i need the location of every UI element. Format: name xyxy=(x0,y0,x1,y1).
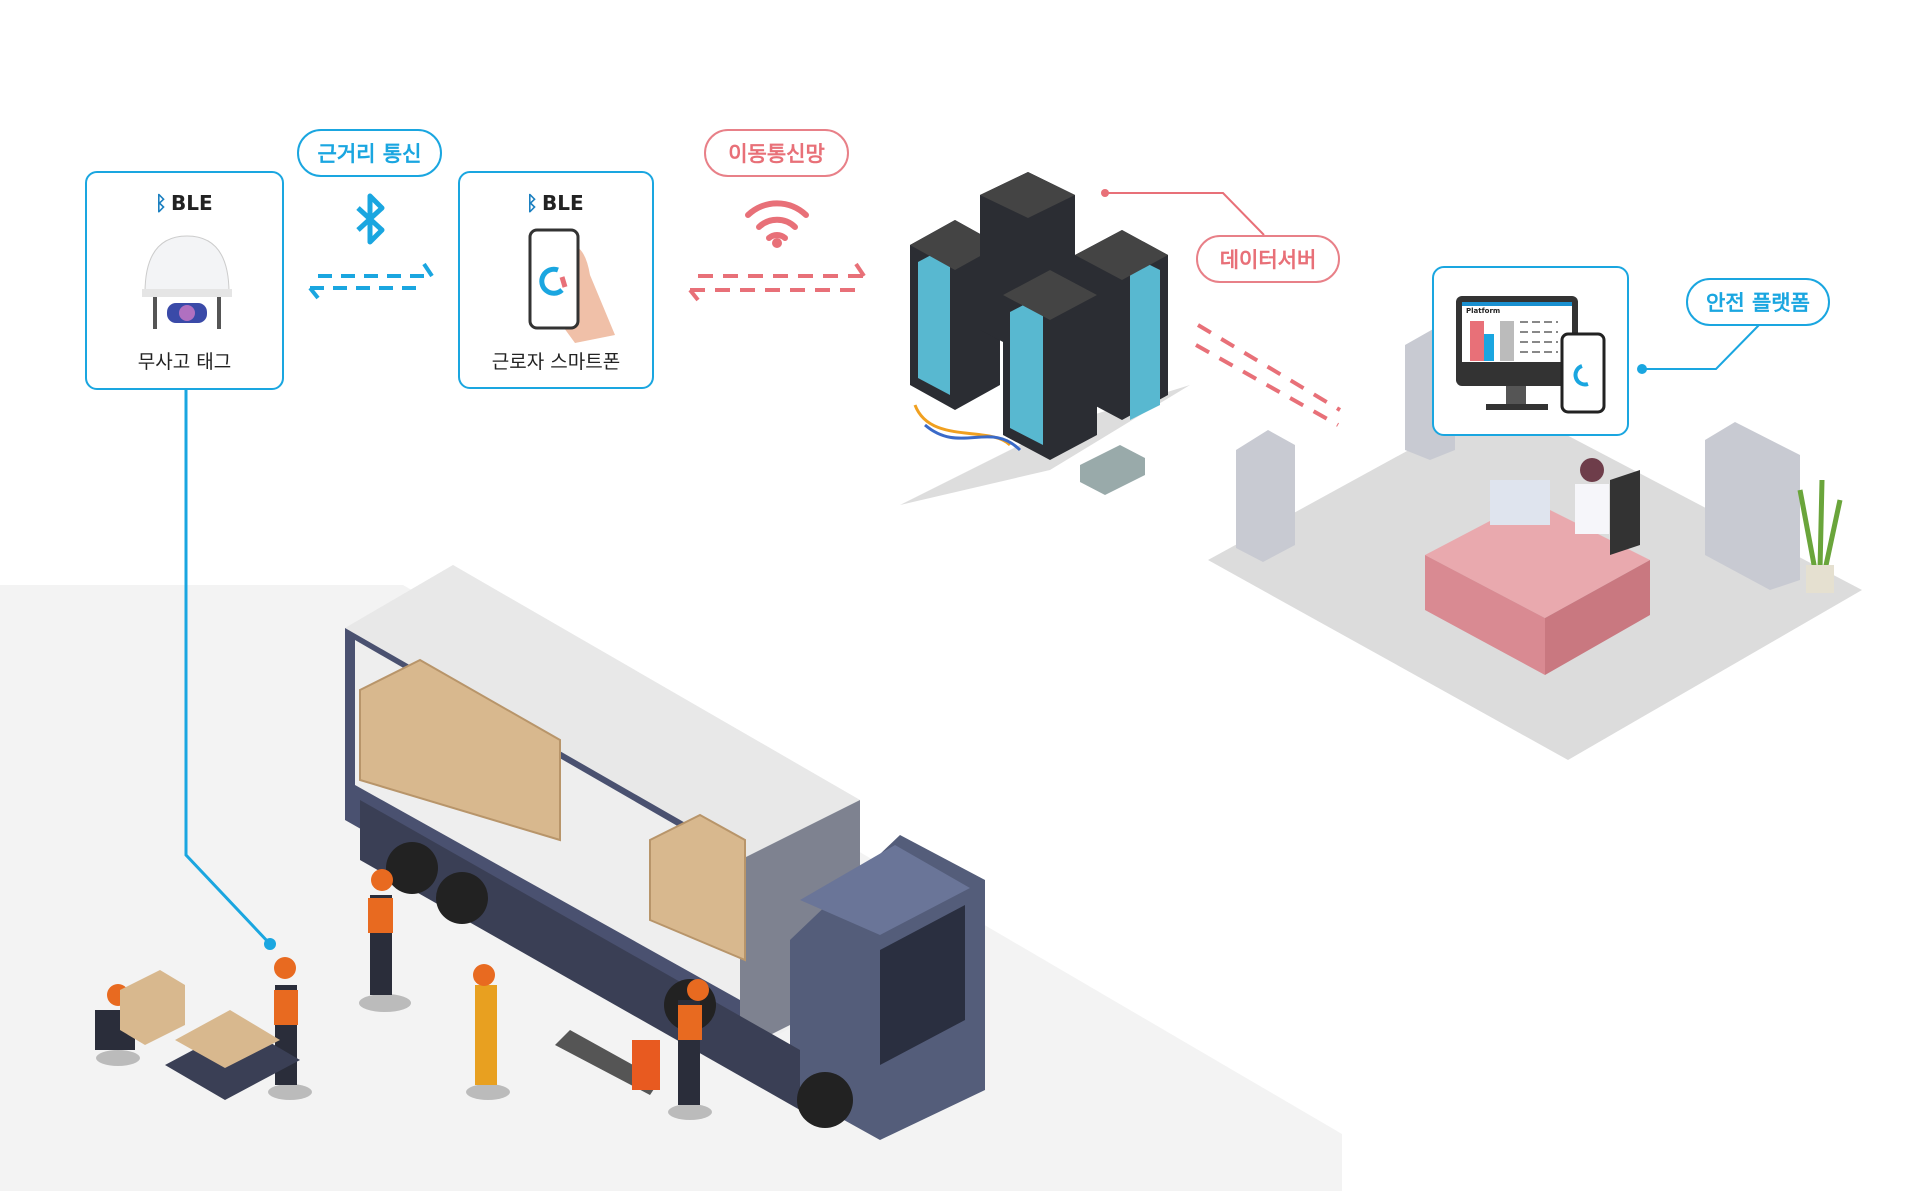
cargo-boxes xyxy=(359,658,746,962)
server-rack-cluster xyxy=(900,172,1190,505)
server-leader-line xyxy=(1105,192,1265,236)
tag-label: 무사고 태그 xyxy=(137,351,232,373)
mobile-network-label: 이동통신망 xyxy=(704,129,849,177)
platform-leader-line xyxy=(1642,324,1760,370)
worker xyxy=(95,869,712,1120)
safety-platform-label: 안전 플랫폼 xyxy=(1686,278,1830,326)
plant xyxy=(1797,479,1843,593)
monitor-icon xyxy=(1456,296,1606,414)
server-rack xyxy=(1075,230,1168,420)
tag-leader-line xyxy=(184,390,272,946)
bluetooth-icon xyxy=(356,193,385,245)
ble-exchange-arrows xyxy=(308,262,434,300)
pallet-jack xyxy=(555,1030,660,1095)
bluetooth-icon: ᛒ xyxy=(526,191,538,215)
server-rack xyxy=(910,220,1000,410)
helmet-icon xyxy=(142,235,232,329)
platform-screen-title: Platform xyxy=(1466,307,1501,315)
server-rack xyxy=(1003,270,1097,460)
wifi-icon xyxy=(745,200,809,241)
server-platform-arrows xyxy=(1195,323,1342,427)
truck xyxy=(345,565,985,1140)
bluetooth-icon: ᛒ xyxy=(155,191,167,215)
platform-node-card: Platform xyxy=(1432,266,1629,436)
phone-label: 근로자 스마트폰 xyxy=(491,351,621,373)
tag-leader-dot xyxy=(264,938,276,950)
data-server-label: 데이터서버 xyxy=(1196,235,1340,283)
smartphone-icon xyxy=(528,228,615,343)
short-range-comm-label: 근거리 통신 xyxy=(297,129,442,177)
mobile-exchange-arrows xyxy=(688,262,866,302)
scale-with-boxes xyxy=(120,970,300,1100)
office-desk xyxy=(1425,458,1650,675)
